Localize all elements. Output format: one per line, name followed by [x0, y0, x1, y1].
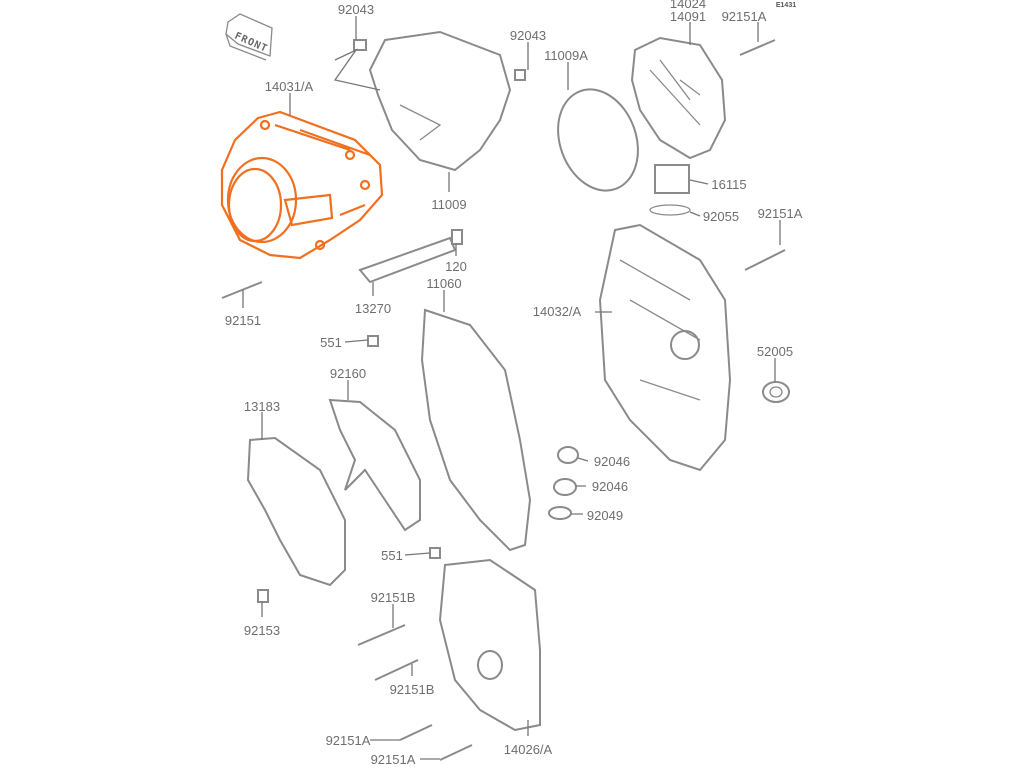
small-hardware	[221, 39, 786, 761]
part-14026A-cover[interactable]	[438, 558, 541, 732]
label: 92151B	[371, 590, 416, 605]
label: 92049	[587, 508, 623, 523]
part-92151B-bolt-a[interactable]	[357, 624, 406, 646]
part-labels: 92043 92043 11009A 14024 14091 92151A 14…	[225, 0, 803, 767]
part-92043-b[interactable]	[514, 69, 526, 81]
label: 92046	[592, 479, 628, 494]
label: 551	[381, 548, 403, 563]
label: 551	[320, 335, 342, 350]
part-11009A-gasket[interactable]	[545, 78, 652, 202]
part-14031-cover-highlighted[interactable]	[220, 110, 384, 260]
part-92153[interactable]	[257, 589, 269, 603]
label: 92043	[338, 2, 374, 17]
label: 92151	[225, 313, 261, 328]
leader-lines	[242, 16, 781, 760]
label: 92151A	[722, 9, 767, 24]
front-marker-text: FRONT	[233, 31, 270, 55]
label: 92151A	[758, 206, 803, 221]
label: 14091	[670, 9, 706, 24]
label: 92153	[244, 623, 280, 638]
label: 92055	[703, 209, 739, 224]
label: 16115	[711, 177, 746, 192]
part-11060-gasket[interactable]	[420, 308, 532, 552]
label: 52005	[757, 344, 793, 359]
part-52005-seal[interactable]	[762, 381, 790, 403]
diagram-code: E1431	[776, 2, 796, 9]
part-551-a[interactable]	[367, 335, 379, 347]
front-direction-marker: FRONT	[225, 13, 273, 61]
part-92151A-bolt-d[interactable]	[439, 744, 473, 761]
label: 14024	[670, 0, 706, 11]
label: 92160	[330, 366, 366, 381]
label: 92043	[510, 28, 546, 43]
label: 92151A	[371, 752, 416, 767]
part-92046-b[interactable]	[553, 478, 577, 496]
part-14024-cover[interactable]	[630, 36, 727, 160]
label: 120	[445, 259, 467, 274]
label: 14031/A	[265, 79, 314, 94]
label: 92046	[594, 454, 630, 469]
label: 14032/A	[533, 304, 582, 319]
part-16115[interactable]	[654, 164, 690, 194]
label: 11009A	[544, 48, 588, 63]
label: 92151A	[326, 733, 371, 748]
label: 11009	[431, 197, 466, 212]
part-92151A-bolt-a[interactable]	[739, 39, 776, 56]
label: 14026/A	[504, 742, 553, 757]
part-92151-bolt[interactable]	[221, 281, 263, 299]
label: 92151B	[390, 682, 435, 697]
label: 13270	[355, 301, 391, 316]
part-13270-plate[interactable]	[358, 236, 457, 284]
part-92055-oring[interactable]	[649, 204, 691, 216]
label: 11060	[426, 276, 461, 291]
part-120[interactable]	[451, 229, 463, 245]
part-92046-a[interactable]	[557, 446, 579, 464]
part-92043-a[interactable]	[353, 39, 367, 51]
part-92160-plate[interactable]	[328, 398, 421, 532]
part-92151A-bolt-b[interactable]	[744, 249, 786, 271]
part-92151A-bolt-c[interactable]	[399, 724, 433, 741]
part-92151B-bolt-b[interactable]	[374, 659, 419, 681]
label: 13183	[244, 399, 280, 414]
part-13183-plate[interactable]	[246, 436, 346, 587]
part-92049[interactable]	[548, 506, 572, 520]
part-551-b[interactable]	[429, 547, 441, 559]
part-11009-gasket[interactable]	[368, 30, 512, 172]
part-14032A-cover[interactable]	[598, 223, 732, 472]
